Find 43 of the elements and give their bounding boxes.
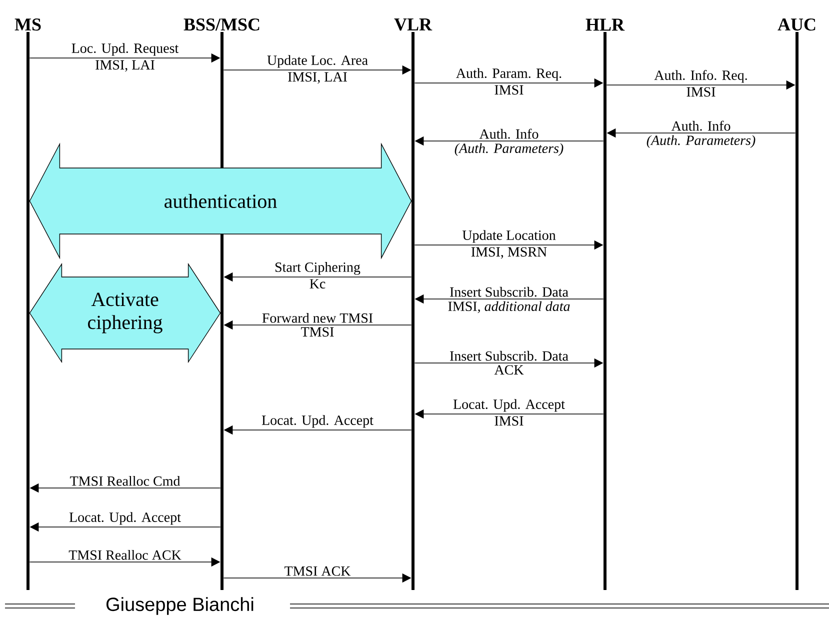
node-label: VLR	[394, 18, 432, 31]
lifeline: AUC	[778, 18, 816, 590]
message-parameter: ACK	[494, 365, 524, 375]
edge-label: Auth. Param. Req.	[454, 67, 564, 82]
message-parameter: (Auth. Parameters)	[454, 143, 564, 156]
node-label: MS	[14, 18, 41, 31]
message-parameter: IMSI	[686, 87, 716, 97]
edge-label: Activate ciphering	[88, 292, 162, 334]
author-name: Giuseppe Bianchi	[106, 597, 254, 615]
edge-label: TMSI Realloc Cmd	[68, 474, 182, 487]
message-parameter: Kc	[310, 279, 326, 289]
message-parameter: IMSI	[494, 416, 524, 426]
edge-label: Locat. Upd. Accept	[260, 414, 374, 429]
message-parameter: TMSI	[301, 327, 334, 337]
message-parameter: IMSI, LAI	[96, 60, 154, 72]
edge-label: Forward new TMSI	[260, 312, 374, 324]
double-arrow	[29, 142, 412, 260]
edge-label: Auth. Info. Req.	[653, 68, 749, 84]
edge-label: Locat. Upd. Accept	[68, 511, 182, 526]
edge-label: Auth. Info	[478, 128, 540, 140]
edge-label: Update Location	[461, 229, 557, 244]
edge-label: Insert Subscrib. Data	[448, 350, 570, 362]
node-label: BSS/MSC	[184, 18, 260, 31]
lifeline: MS	[14, 18, 41, 590]
edge-label: Start Ciphering	[274, 261, 362, 276]
edge-label: Auth. Info	[670, 120, 732, 132]
double-arrow	[29, 262, 221, 364]
message-parameter: (Auth. Parameters)	[646, 135, 756, 148]
node-label: HLR	[586, 18, 625, 31]
lifeline: VLR	[394, 18, 432, 590]
edge-label: TMSI Realloc ACK	[68, 548, 182, 561]
message-parameter: IMSI	[494, 85, 524, 95]
lifeline: HLR	[586, 18, 625, 590]
edge-label: Locat. Upd. Accept	[452, 398, 566, 413]
message-parameter: IMSI, additional data	[448, 301, 570, 314]
edge-label: Update Loc. Area	[266, 54, 370, 69]
message-parameter: IMSI, MSRN	[471, 247, 547, 259]
edge-label: Insert Subscrib. Data	[448, 286, 570, 298]
edge-label: Loc. Upd. Request	[70, 42, 180, 57]
message-parameter: IMSI, LAI	[288, 72, 347, 84]
node-label: AUC	[778, 18, 816, 31]
edge-label: authentication	[164, 194, 277, 208]
edge-label: TMSI ACK	[283, 565, 352, 577]
